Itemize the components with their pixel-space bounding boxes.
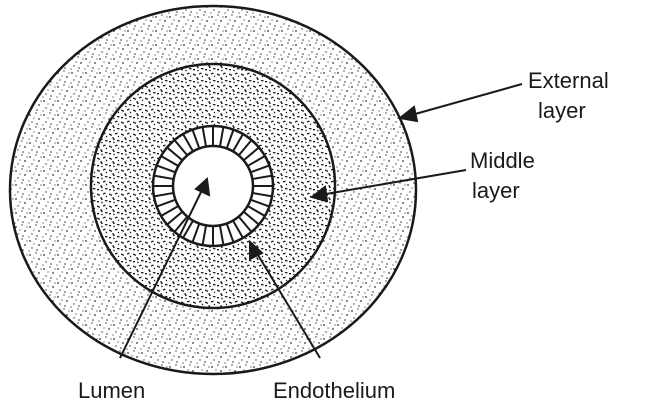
middle-layer-label-line1: Middle bbox=[470, 148, 535, 173]
external-layer-arrowhead bbox=[400, 107, 417, 121]
external-layer-label-line2: layer bbox=[538, 98, 586, 123]
endothelium-label: Endothelium bbox=[273, 378, 395, 403]
external-layer-arrow bbox=[408, 84, 522, 116]
lumen-label: Lumen bbox=[78, 378, 145, 403]
middle-layer-label-line2: layer bbox=[472, 178, 520, 203]
external-layer-label-line1: External bbox=[528, 68, 609, 93]
lumen bbox=[173, 146, 253, 226]
